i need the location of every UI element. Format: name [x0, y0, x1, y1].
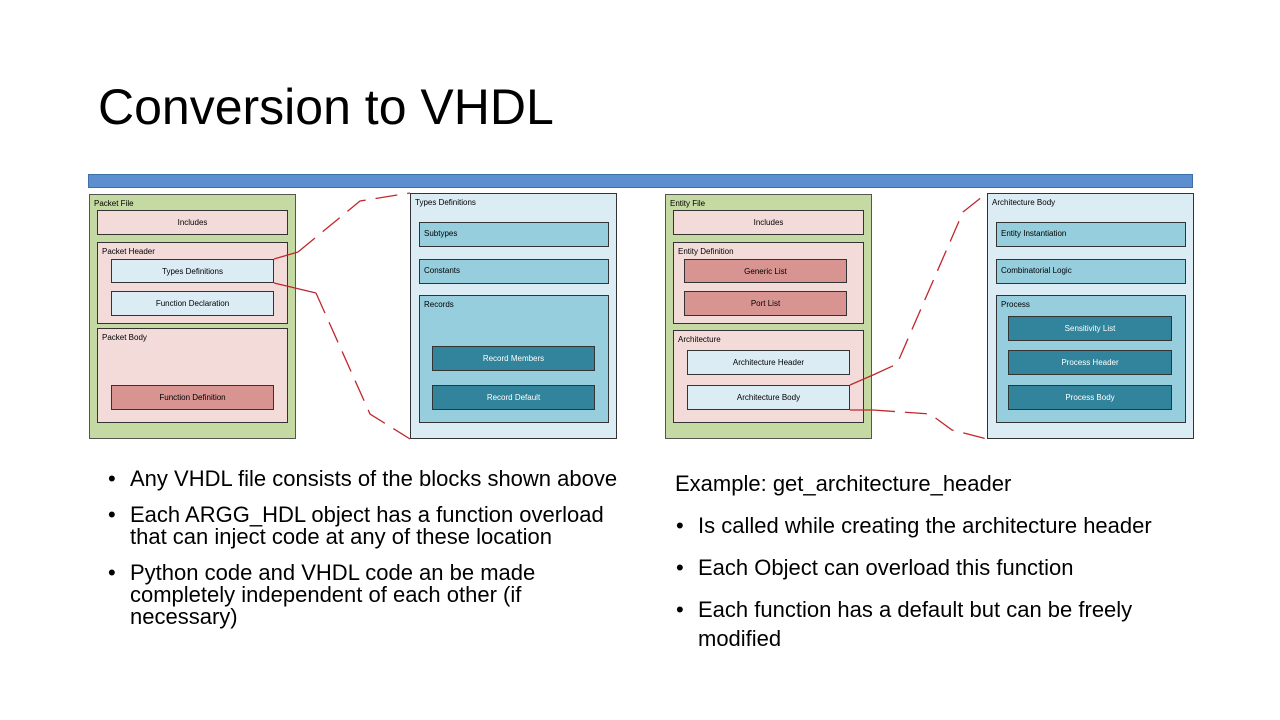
example-bullet-item: Each function has a default but can be f…	[674, 595, 1214, 653]
zoom-line-bottom-left	[315, 292, 411, 440]
process-body-block: Process Body	[1008, 385, 1172, 410]
architecture-body-small-block: Architecture Body	[687, 385, 850, 410]
types-definitions-label: Types Definitions	[415, 198, 476, 207]
entity-includes-block: Includes	[673, 210, 864, 235]
sensitivity-list-block: Sensitivity List	[1008, 316, 1172, 341]
packet-header-label: Packet Header	[102, 247, 155, 256]
zoom-line-top-left	[297, 192, 411, 253]
bullet-item: Python code and VHDL code an be made com…	[106, 562, 626, 628]
port-list-block: Port List	[684, 291, 847, 316]
entity-instantiation-label: Entity Instantiation	[1001, 229, 1067, 238]
example-bullet-list: Is called while creating the architectur…	[674, 511, 1214, 666]
process-label: Process	[1001, 300, 1030, 309]
architecture-header-block: Architecture Header	[687, 350, 850, 375]
packet-file-label: Packet File	[94, 199, 134, 208]
example-bullet-item: Each Object can overload this function	[674, 553, 1214, 582]
entity-file-label: Entity File	[670, 199, 706, 208]
slide-title: Conversion to VHDL	[98, 79, 554, 135]
architecture-label: Architecture	[678, 335, 721, 344]
entity-definition-label: Entity Definition	[678, 247, 734, 256]
function-declaration-block: Function Declaration	[111, 291, 274, 316]
combinatorial-logic-label: Combinatorial Logic	[1001, 266, 1072, 275]
constants-block: Constants	[419, 259, 609, 284]
accent-bar	[88, 174, 1193, 188]
record-members-block: Record Members	[432, 346, 595, 371]
architecture-body-label: Architecture Body	[992, 198, 1056, 207]
record-default-block: Record Default	[432, 385, 595, 410]
packet-includes-block: Includes	[97, 210, 288, 235]
bullet-item: Any VHDL file consists of the blocks sho…	[106, 468, 626, 491]
bullet-item: Each ARGG_HDL object has a function over…	[106, 504, 626, 548]
generic-list-block: Generic List	[684, 259, 847, 283]
left-bullet-list: Any VHDL file consists of the blocks sho…	[106, 468, 626, 642]
zoom-line-bottom-right	[872, 409, 988, 440]
records-label: Records	[424, 300, 454, 309]
example-heading: Example: get_architecture_header	[675, 471, 1012, 496]
combinatorial-logic-block: Combinatorial Logic	[996, 259, 1186, 284]
zoom-line-top-right	[872, 192, 988, 376]
subtypes-block: Subtypes	[419, 222, 609, 247]
subtypes-label: Subtypes	[424, 229, 458, 238]
packet-types-definitions-block: Types Definitions	[111, 259, 274, 283]
entity-instantiation-block: Entity Instantiation	[996, 222, 1186, 247]
process-header-block: Process Header	[1008, 350, 1172, 375]
function-definition-block: Function Definition	[111, 385, 274, 410]
constants-label: Constants	[424, 266, 461, 275]
packet-body-label: Packet Body	[102, 333, 147, 342]
example-bullet-item: Is called while creating the architectur…	[674, 511, 1214, 540]
